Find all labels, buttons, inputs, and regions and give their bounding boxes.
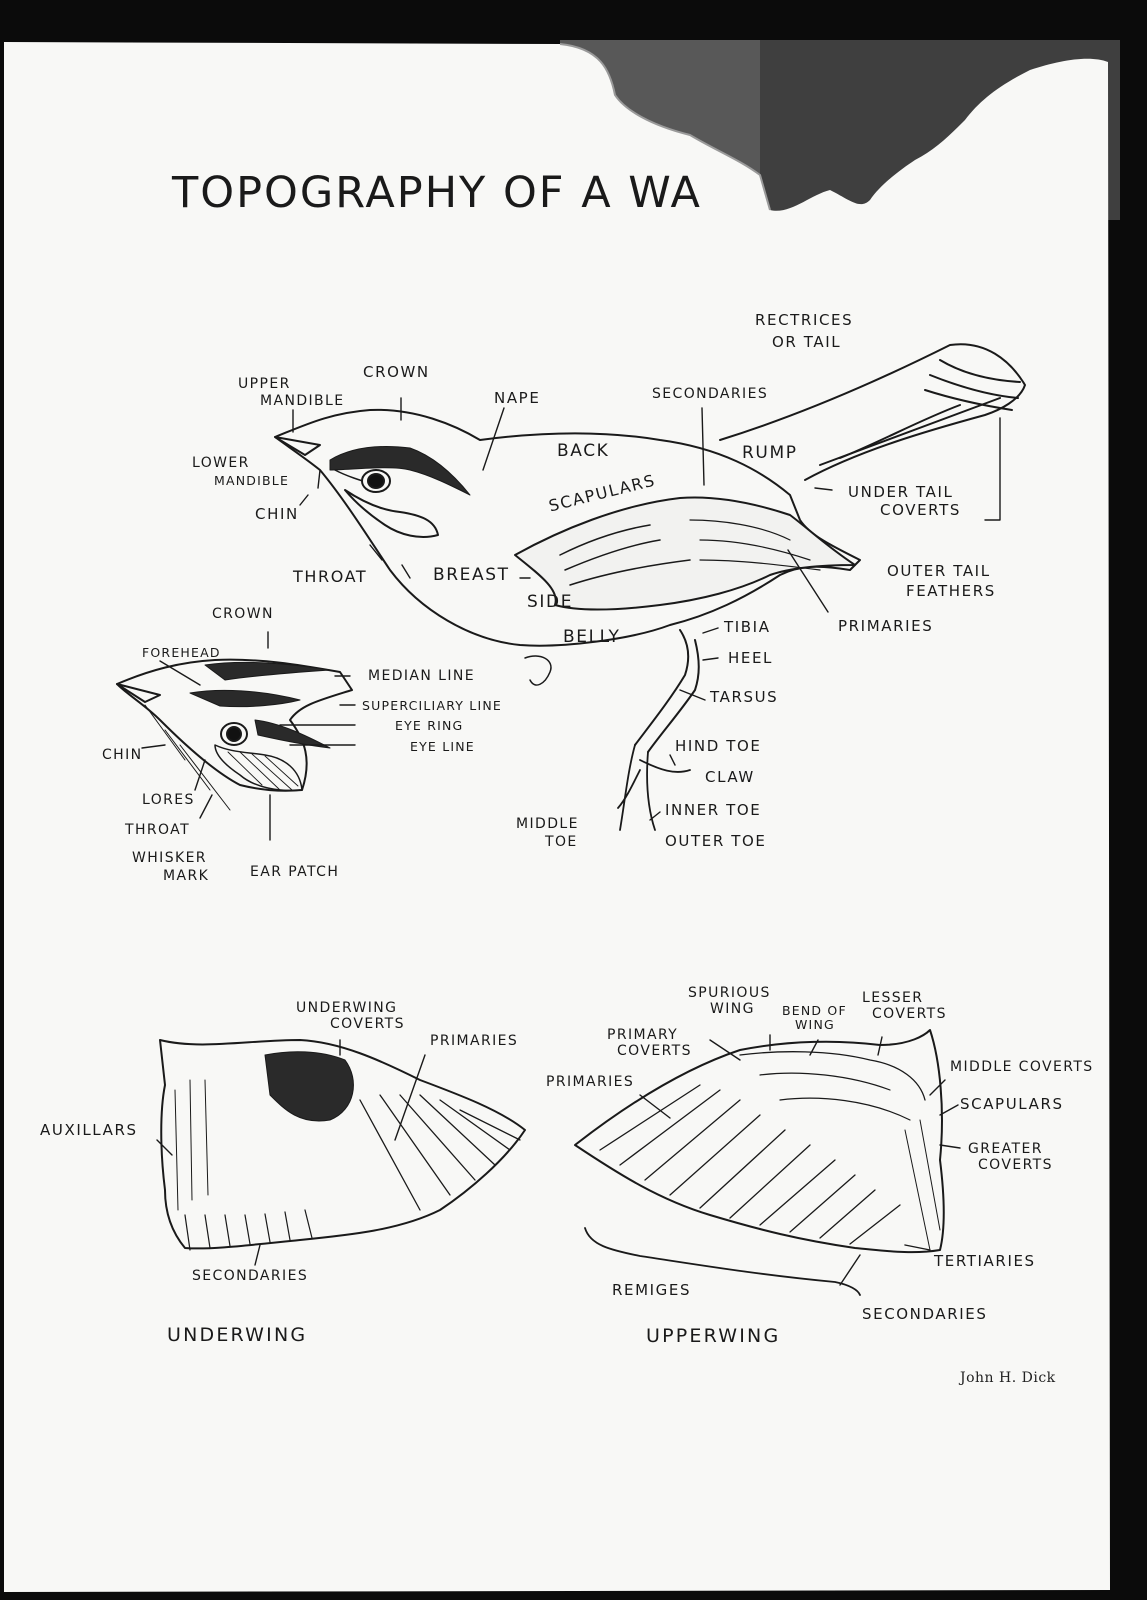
label-greater: GREATER [968, 1141, 1043, 1157]
upperwing-drawing [574, 1029, 961, 1296]
label-mark: MARK [163, 868, 210, 884]
label-upperwing-secondaries: SECONDARIES [862, 1305, 988, 1323]
label-lesser: LESSER [862, 990, 924, 1006]
label-under-tail: UNDER TAIL [848, 483, 954, 501]
label-inner-toe: INNER TOE [665, 801, 762, 819]
label-superciliary-line: SUPERCILIARY LINE [362, 698, 502, 713]
label-back: BACK [557, 441, 610, 461]
label-throat: THROAT [293, 567, 368, 586]
label-eye-line: EYE LINE [410, 739, 475, 754]
label-rump: RUMP [742, 443, 798, 463]
label-eye-ring: EYE RING [395, 718, 464, 733]
label-lesser-coverts: COVERTS [872, 1006, 947, 1022]
label-middle-coverts: MIDDLE COVERTS [950, 1059, 1094, 1075]
warbler-main-drawing [274, 343, 1026, 831]
label-head-throat: THROAT [125, 822, 191, 838]
underwing-drawing [156, 1039, 526, 1266]
label-primary-coverts: COVERTS [617, 1043, 692, 1059]
label-median-line: MEDIAN LINE [368, 668, 475, 684]
label-outer-tail: OUTER TAIL [887, 562, 991, 580]
label-underwing: UNDERWING [296, 1000, 398, 1016]
label-bend-of: BEND OF [782, 1003, 847, 1018]
label-tibia: TIBIA [724, 618, 771, 636]
label-or-tail: OR TAIL [772, 333, 842, 351]
label-underwing-primaries: PRIMARIES [430, 1033, 519, 1049]
label-feathers: FEATHERS [906, 582, 996, 600]
label-head-chin: CHIN [102, 747, 143, 763]
page-title: TOPOGRAPHY OF A WA [172, 168, 702, 218]
label-outer-toe: OUTER TOE [665, 832, 767, 850]
label-side: SIDE [527, 592, 574, 612]
label-auxillars: AUXILLARS [40, 1121, 138, 1139]
artist-signature: John H. Dick [960, 1370, 1056, 1386]
paper-sheet [4, 42, 1110, 1592]
label-primary: PRIMARY [607, 1027, 679, 1043]
label-hind-toe: HIND TOE [675, 737, 762, 755]
label-lower: LOWER [192, 455, 250, 471]
label-middle-toe: TOE [545, 834, 578, 850]
label-lores: LORES [142, 792, 195, 808]
label-under-tail-coverts: COVERTS [880, 501, 961, 519]
torn-edge [559, 43, 771, 211]
label-spurious-wing: WING [710, 1001, 755, 1017]
label-head-crown: CROWN [212, 606, 274, 622]
caption-upperwing: UPPERWING [646, 1325, 781, 1347]
label-claw: CLAW [705, 768, 755, 786]
label-secondaries: SECONDARIES [652, 386, 769, 402]
label-nape: NAPE [494, 389, 541, 407]
label-upperwing-scapulars: SCAPULARS [960, 1095, 1064, 1113]
label-forehead: FOREHEAD [142, 645, 221, 660]
label-greater-coverts: COVERTS [978, 1157, 1053, 1173]
label-primaries: PRIMARIES [838, 617, 934, 635]
label-rectrices: RECTRICES [755, 311, 854, 329]
label-whisker: WHISKER [132, 850, 207, 866]
label-upper: UPPER [238, 376, 291, 392]
label-underwing-coverts: COVERTS [330, 1016, 405, 1032]
label-upper-mandible: MANDIBLE [260, 393, 345, 409]
label-underwing-secondaries: SECONDARIES [192, 1268, 309, 1284]
label-spurious: SPURIOUS [688, 985, 771, 1001]
head-detail-drawing [116, 631, 356, 841]
label-upperwing-primaries: PRIMARIES [546, 1074, 635, 1090]
label-heel: HEEL [728, 649, 773, 667]
label-belly: BELLY [563, 627, 621, 647]
label-breast: BREAST [433, 565, 510, 585]
label-remiges: REMIGES [612, 1281, 692, 1299]
label-middle: MIDDLE [516, 816, 579, 832]
label-crown: CROWN [363, 363, 430, 381]
label-chin: CHIN [255, 505, 299, 523]
label-ear-patch: EAR PATCH [250, 864, 340, 880]
caption-underwing: UNDERWING [167, 1324, 308, 1346]
label-bend-wing: WING [795, 1017, 835, 1032]
label-lower-mandible: MANDIBLE [214, 473, 290, 488]
label-tertiaries: TERTIARIES [934, 1252, 1036, 1270]
label-tarsus: TARSUS [710, 688, 779, 706]
